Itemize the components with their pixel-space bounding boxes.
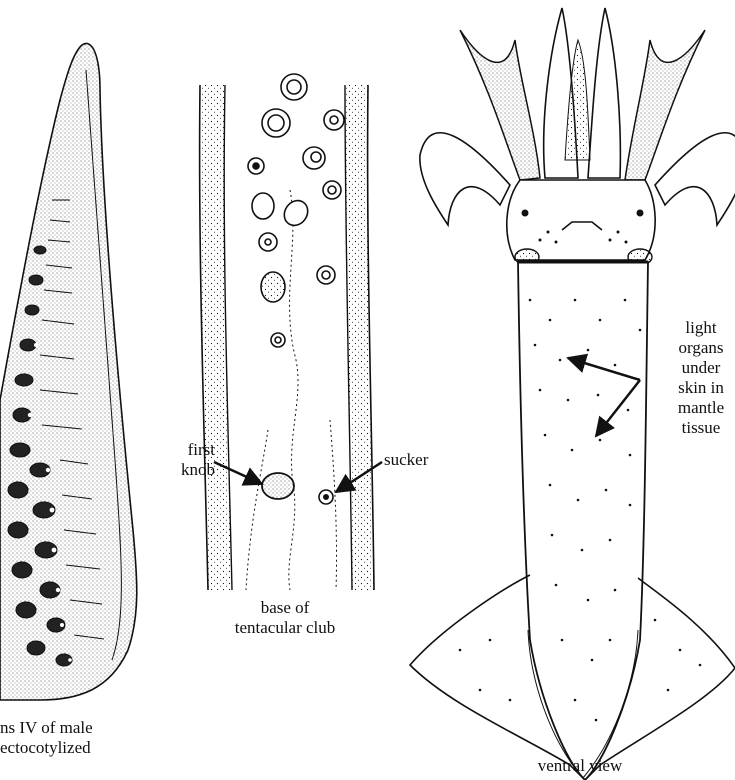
first-knob-label-line2: knob — [140, 460, 215, 480]
light-organs-line1: light — [667, 318, 735, 338]
arm-outline — [0, 43, 137, 700]
squid-arm-left-outer — [420, 133, 510, 225]
squid-mantle — [518, 262, 648, 780]
squid-arm-right-outer — [655, 133, 735, 225]
club-suckers — [248, 74, 344, 347]
light-organs-label: light organs under skin in mantle tissue — [667, 318, 735, 438]
squid-caption: ventral view — [480, 756, 680, 776]
light-organs-line4: skin in — [667, 378, 735, 398]
club-caption-line2: tentacular club — [200, 618, 370, 638]
light-organs-line3: under — [667, 358, 735, 378]
hectocotylized-arm-drawing — [0, 43, 137, 700]
club-caption-line1: base of — [200, 598, 370, 618]
club-left-band — [200, 85, 232, 590]
light-organs-line2: organs — [667, 338, 735, 358]
squid-head — [507, 180, 655, 260]
club-midline — [289, 190, 298, 590]
light-organs-line5: mantle — [667, 398, 735, 418]
arm-caption-line2: ectocotylized — [0, 738, 91, 758]
first-knob-label-line1: first — [140, 440, 215, 460]
club-stippled-sucker — [261, 272, 285, 302]
first-knob — [262, 473, 294, 499]
arm-caption-line1: ns IV of male — [0, 718, 93, 738]
tentacular-club-drawing — [200, 74, 382, 590]
light-organs-line6: tissue — [667, 418, 735, 438]
sucker-label: sucker — [384, 450, 428, 470]
